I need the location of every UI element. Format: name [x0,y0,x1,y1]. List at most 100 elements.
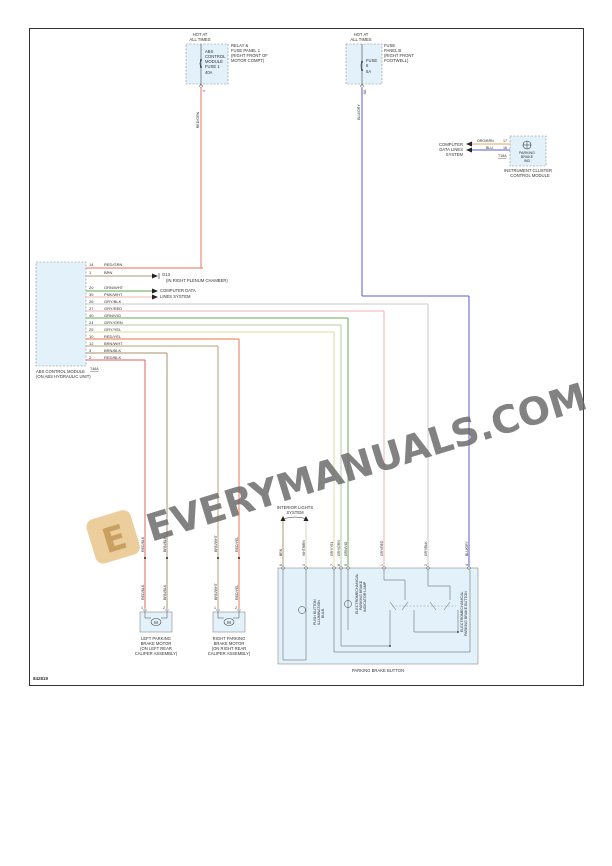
svg-text:BRN/BLK: BRN/BLK [163,584,167,600]
fuse-panel-box [185,43,229,85]
svg-text:(IN RIGHT PLENUM CHAMBER): (IN RIGHT PLENUM CHAMBER) [166,278,228,283]
svg-text:DATA LINES: DATA LINES [439,147,463,152]
svg-text:26: 26 [89,299,94,304]
svg-text:BRN: BRN [279,548,283,556]
svg-text:24: 24 [89,320,94,325]
svg-text:1: 1 [380,564,384,566]
svg-text:ILLUMINATION: ILLUMINATION [317,600,321,625]
hot-label: HOT AT [193,32,208,37]
left-parking-brake-motor: 1 2 M LEFT PARKING BRAKE MOTOR (ON LEFT … [135,606,178,656]
svg-text:4: 4 [202,90,206,92]
svg-text:MODULE: MODULE [205,59,223,64]
svg-text:(RIGHT FRONT OF: (RIGHT FRONT OF [231,53,268,58]
motor-icon [223,618,235,626]
svg-text:PUSH BUTTON: PUSH BUTTON [313,599,317,625]
svg-text:10: 10 [89,334,94,339]
svg-text:M: M [227,620,231,625]
svg-text:BRN/BLK: BRN/BLK [163,536,167,552]
svg-text:GRY/BLK: GRY/BLK [104,299,122,304]
svg-text:40A: 40A [205,70,213,75]
abs-control-module: ABS CONTROL MODULE (ON ABS HYDRAULIC UNI… [35,261,99,379]
svg-text:39: 39 [89,292,94,297]
svg-text:12: 12 [89,341,94,346]
svg-text:BRAKE MOTOR: BRAKE MOTOR [141,641,172,646]
svg-text:6A: 6A [363,89,367,94]
svg-text:1: 1 [214,606,216,610]
svg-text:4: 4 [465,564,469,566]
svg-text:RED/BLK: RED/BLK [141,536,145,552]
svg-text:G13: G13 [162,272,171,277]
svg-text:RED/YEL: RED/YEL [104,334,122,339]
abs-pin-rows: 1 4 RED/GRN 1 BRN 20 GRN/WHT 39 PNK/WHT 2… [86,88,470,608]
fuse-panel-box [345,43,383,85]
svg-text:RED/YEL: RED/YEL [235,537,239,552]
arrow-right-icon [152,288,158,294]
svg-text:17: 17 [503,139,507,143]
svg-text:COMPUTER DATA: COMPUTER DATA [160,288,196,293]
ground-arrow-icon [152,273,158,279]
svg-text:1: 1 [89,270,92,275]
svg-text:T18A: T18A [498,154,507,158]
svg-text:ORG/BRN: ORG/BRN [477,139,494,143]
svg-text:BRAKE: BRAKE [521,155,534,159]
svg-text:(ON ABS HYDRAULIC UNIT): (ON ABS HYDRAULIC UNIT) [36,374,91,379]
connector-pin-icon [360,84,364,88]
svg-text:ABS: ABS [205,49,214,54]
svg-text:PNK/WHT: PNK/WHT [104,292,123,297]
svg-text:(ON LEFT REAR: (ON LEFT REAR [140,646,172,651]
svg-text:INSTRUMENT CLUSTER: INSTRUMENT CLUSTER [504,168,552,173]
arrow-left-icon [466,147,472,153]
svg-text:SYSTEM: SYSTEM [446,152,464,157]
svg-text:2: 2 [235,606,237,610]
motor-icon [150,618,162,626]
watermark: E EVERYMANUALS.COM [86,375,592,564]
svg-text:T46A: T46A [90,367,99,371]
indicator-lamp-icon [344,600,352,608]
svg-text:MOTOR COMPT): MOTOR COMPT) [231,58,265,63]
svg-text:27: 27 [89,306,94,311]
svg-text:ELECTROMECHANICAL: ELECTROMECHANICAL [355,573,359,614]
svg-text:PANEL B: PANEL B [384,48,401,53]
arrow-up-icon [303,516,309,521]
svg-text:BRAKE MOTOR: BRAKE MOTOR [214,641,245,646]
svg-text:RED/GRN: RED/GRN [104,262,123,267]
svg-text:RED/BLK: RED/BLK [141,584,145,600]
right-parking-brake-motor: 1 2 M RIGHT PARKING BRAKE MOTOR (ON RIGH… [208,606,251,656]
arrow-up-icon [280,516,286,521]
svg-text:ALL TIMES: ALL TIMES [350,37,371,42]
svg-text:LINES SYSTEM: LINES SYSTEM [160,294,191,299]
svg-text:GRN/VIO: GRN/VIO [104,313,121,318]
svg-text:BRN: BRN [104,270,113,275]
svg-text:3: 3 [89,348,92,353]
fuse-icon [199,59,202,68]
svg-text:EVERYMANUALS.COM: EVERYMANUALS.COM [141,375,592,551]
svg-text:5A: 5A [366,69,371,74]
svg-text:3: 3 [302,564,306,566]
svg-text:BRN/WHT: BRN/WHT [214,534,218,552]
wire-label: BLU/GRY [357,104,361,120]
parking-brake-button: INTERIOR LIGHTS SYSTEM PARKING BRAKE BUT… [277,505,479,673]
svg-text:BRN/WHT: BRN/WHT [104,341,123,346]
svg-text:25: 25 [89,327,94,332]
svg-text:2: 2 [163,606,165,610]
abs-fuse-block: HOT AT ALL TIMES ABS CONTROL MODULE FUSE… [185,32,268,128]
svg-text:20: 20 [89,285,94,290]
svg-text:INTERIOR LIGHTS: INTERIOR LIGHTS [277,505,314,510]
svg-text:GRN/WHT: GRN/WHT [104,285,124,290]
bulb-icon [298,606,306,614]
svg-text:CONTROL MODULE: CONTROL MODULE [510,173,550,178]
svg-text:FUSE PANEL 1: FUSE PANEL 1 [231,48,261,53]
svg-text:8: 8 [337,564,341,566]
diagram-id: 842819 [33,676,49,681]
connector-pin-icon [199,84,203,88]
svg-text:2: 2 [424,564,428,566]
watermark-logo-icon [86,510,140,564]
svg-text:2: 2 [89,355,92,360]
svg-text:BLU/GRY: BLU/GRY [465,540,469,556]
svg-text:BRN/WHT: BRN/WHT [214,582,218,600]
svg-text:(ON RIGHT REAR: (ON RIGHT REAR [212,646,247,651]
svg-text:GRY/YEL: GRY/YEL [104,327,122,332]
svg-text:GRY/GRN: GRY/GRN [104,320,123,325]
wire-label: RED/GRN [196,111,200,128]
svg-text:40: 40 [89,313,94,318]
